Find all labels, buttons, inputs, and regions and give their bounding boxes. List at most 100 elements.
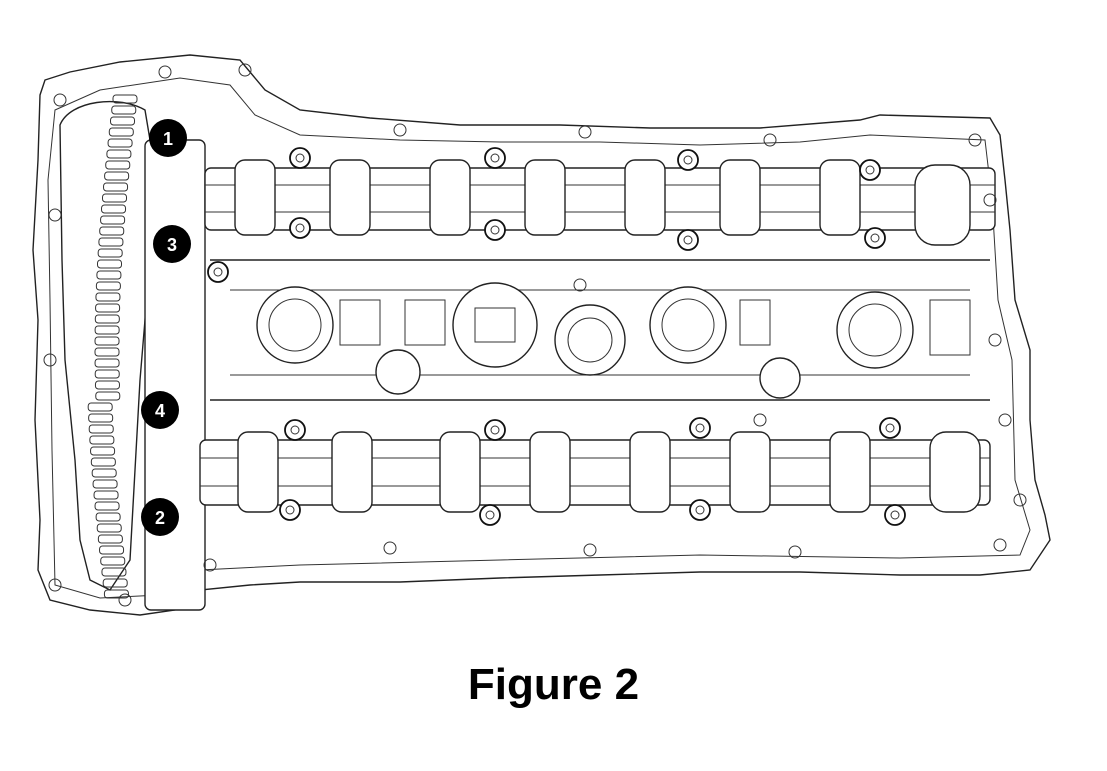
chain-link <box>103 182 129 192</box>
chain-link <box>108 127 134 137</box>
chain-link <box>95 303 121 313</box>
chain-link <box>94 314 120 324</box>
mount-hole <box>48 578 62 592</box>
perimeter-holes <box>43 63 1027 607</box>
chain-link <box>94 336 120 346</box>
chain-link <box>111 105 137 115</box>
chain-link <box>94 347 120 357</box>
bolt <box>689 499 711 521</box>
bolt <box>864 227 886 249</box>
bolt <box>677 229 699 251</box>
chain-link <box>112 94 138 104</box>
mount-hole <box>383 541 397 555</box>
chain-link <box>94 325 120 335</box>
bolt <box>479 504 501 526</box>
bolt <box>884 504 906 526</box>
inner-gasket-line <box>47 77 1031 599</box>
mount-hole <box>1013 493 1027 507</box>
bolt <box>484 419 506 441</box>
chain-link <box>92 479 118 489</box>
bolt-center <box>285 505 295 515</box>
mount-hole <box>753 413 767 427</box>
chain-link <box>94 358 120 368</box>
chain-link <box>93 490 119 500</box>
bolt-center <box>885 423 895 433</box>
chain-link <box>89 435 115 445</box>
mount-hole <box>993 538 1007 552</box>
bolt-center <box>683 235 693 245</box>
chain-link <box>88 424 114 434</box>
chain-link <box>98 237 124 247</box>
callout-3: 3 <box>153 225 191 263</box>
chain-link <box>96 523 122 533</box>
bolt-center <box>695 423 705 433</box>
chain-link <box>106 149 132 159</box>
bolt <box>279 499 301 521</box>
cam-cap-bolts <box>207 147 906 526</box>
mount-hole <box>573 278 587 292</box>
bolt-center <box>870 233 880 243</box>
bolt <box>289 217 311 239</box>
mount-hole <box>988 333 1002 347</box>
bolt <box>677 149 699 171</box>
chain-link <box>100 215 126 225</box>
mount-hole <box>158 65 172 79</box>
bolt-center <box>695 505 705 515</box>
mount-hole <box>968 133 982 147</box>
chain-link <box>87 402 113 412</box>
mount-hole <box>43 353 57 367</box>
bolt <box>879 417 901 439</box>
chain-guide-rail <box>144 139 206 611</box>
mount-hole <box>983 193 997 207</box>
chain-link <box>94 501 120 511</box>
bolt-center <box>290 425 300 435</box>
chain-link <box>95 391 121 401</box>
chain-link <box>94 369 120 379</box>
bolt <box>689 417 711 439</box>
chain-link <box>88 413 114 423</box>
exhaust-camshaft <box>199 431 991 513</box>
valve-bridge-structure <box>210 259 990 401</box>
timing-chain <box>87 94 138 599</box>
mount-hole <box>393 123 407 137</box>
chain-link <box>102 578 128 588</box>
chain-link <box>97 534 123 544</box>
chain-link <box>102 193 128 203</box>
mount-hole <box>118 593 132 607</box>
mount-hole <box>583 543 597 557</box>
chain-link <box>101 567 127 577</box>
chain-link <box>104 171 130 181</box>
timing-chain-guide <box>59 100 151 591</box>
chain-link <box>90 457 116 467</box>
chain-link <box>105 160 131 170</box>
bolt <box>207 261 229 283</box>
chain-link <box>99 545 125 555</box>
mount-hole <box>203 558 217 572</box>
bolt-center <box>890 510 900 520</box>
callout-3-label: 3 <box>167 235 177 255</box>
mount-hole <box>53 93 67 107</box>
mount-hole <box>238 63 252 77</box>
chain-link <box>103 589 129 599</box>
mount-hole <box>578 125 592 139</box>
mount-hole <box>788 545 802 559</box>
bolt-center <box>683 155 693 165</box>
bolt-center <box>865 165 875 175</box>
bolt-center <box>485 510 495 520</box>
callout-1-label: 1 <box>163 129 173 149</box>
bolt-center <box>295 153 305 163</box>
chain-link <box>100 556 126 566</box>
chain-link <box>94 380 120 390</box>
callout-2-label: 2 <box>155 508 165 528</box>
chain-link <box>97 248 123 258</box>
bolt <box>289 147 311 169</box>
chain-link <box>95 292 121 302</box>
bolt-center <box>490 153 500 163</box>
bolt-center <box>295 223 305 233</box>
chain-link <box>95 512 121 522</box>
cylinder-head-diagram: 1 3 4 2 <box>32 54 1051 616</box>
chain-link <box>91 468 117 478</box>
chain-link <box>110 116 136 126</box>
bolt-center <box>490 425 500 435</box>
callout-4-label: 4 <box>155 401 165 421</box>
